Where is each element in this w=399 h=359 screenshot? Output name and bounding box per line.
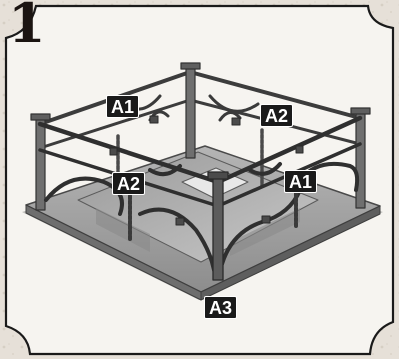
label-a2-top: A2: [260, 104, 293, 127]
label-a1-top: A1: [106, 95, 139, 118]
label-a3-bottom: A3: [204, 296, 237, 319]
label-a1-right: A1: [284, 170, 317, 193]
step-number: 1: [8, 0, 44, 50]
label-a2-front: A2: [112, 172, 145, 195]
